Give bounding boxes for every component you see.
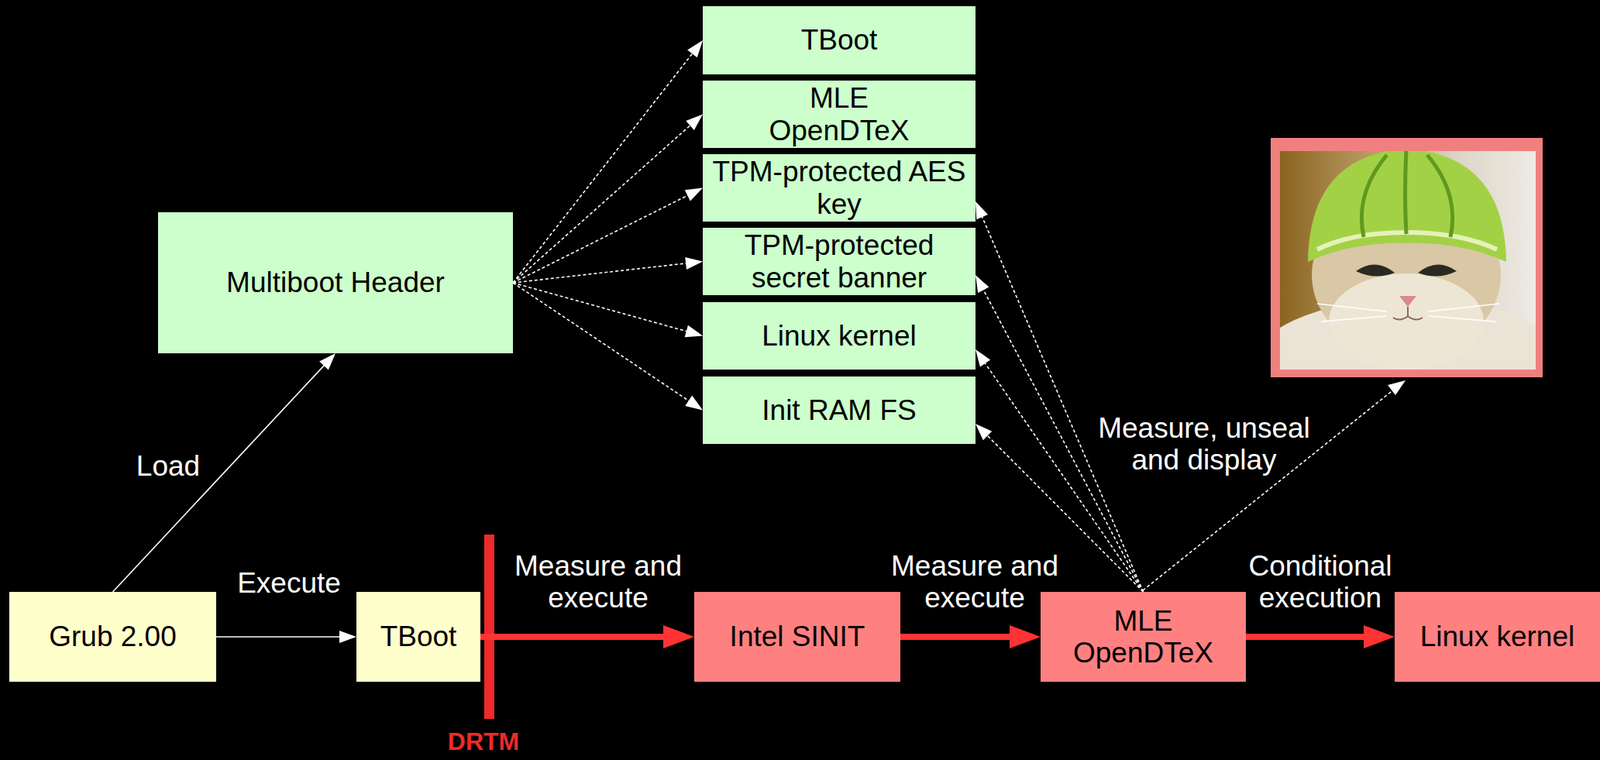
fan-caption: Measure, unseal and display <box>1080 412 1329 477</box>
arrow-head <box>975 423 992 441</box>
arrow-head <box>684 257 703 270</box>
connector-line <box>512 51 694 283</box>
cat-photo <box>1280 151 1536 370</box>
process-box: TBoot <box>356 591 481 682</box>
connector-line <box>980 214 1143 592</box>
connector-line <box>900 633 1015 640</box>
arrow-head <box>1363 625 1395 649</box>
process-box: Init RAM FS <box>702 376 976 444</box>
box-label: TPM-protected secret banner <box>710 229 968 294</box>
measured-launch-arrow <box>900 625 1041 649</box>
connector-line <box>512 194 690 283</box>
connector-line <box>512 263 689 283</box>
box-label: Grub 2.00 <box>48 620 177 653</box>
arrow-head <box>975 349 991 368</box>
connector-line <box>512 123 692 283</box>
process-box: MLE OpenDTeX <box>1040 591 1246 682</box>
arrow-head <box>684 188 703 202</box>
box-label: TBoot <box>801 24 878 56</box>
arrow-head <box>339 630 357 644</box>
connector-arrow <box>216 630 357 644</box>
edge-label: Execute <box>219 567 359 599</box>
box-label: Linux kernel <box>1420 620 1576 653</box>
edge-label: Conditional execution <box>1241 550 1401 615</box>
measured-launch-arrow <box>480 625 695 649</box>
box-label: TPM-protected AES key <box>710 155 968 221</box>
process-box: Linux kernel <box>702 302 976 370</box>
box-label: MLE OpenDTeX <box>746 82 933 147</box>
process-box: Intel SINIT <box>694 591 901 682</box>
arrow-head <box>319 353 336 371</box>
box-label: TBoot <box>380 620 458 653</box>
connector-arrow <box>512 114 703 284</box>
connector-line <box>1245 633 1369 640</box>
drtm-label: DRTM <box>421 728 546 757</box>
box-label: MLE OpenDTeX <box>1048 605 1239 670</box>
connector-line <box>113 364 327 592</box>
connector-line <box>216 636 342 638</box>
arrow-head <box>684 325 703 338</box>
connector-line <box>512 282 691 403</box>
box-label: Intel SINIT <box>729 620 866 653</box>
process-box: Grub 2.00 <box>9 591 217 682</box>
edge-label: Measure and execute <box>507 550 690 615</box>
drtm-bar <box>484 534 495 720</box>
edge-label: Measure and execute <box>884 550 1067 615</box>
connector-arrow <box>512 282 703 338</box>
measured-launch-arrow <box>1245 625 1395 649</box>
arrow-head <box>975 275 989 293</box>
process-box: Multiboot Header <box>158 212 513 354</box>
arrow-head <box>663 625 695 649</box>
box-label: Init RAM FS <box>761 394 916 427</box>
arrow-head <box>975 201 988 220</box>
connector-arrow <box>512 40 703 283</box>
display-arrow-head <box>1387 380 1406 396</box>
process-box: Linux kernel <box>1394 591 1600 682</box>
connector-arrow <box>975 201 1144 592</box>
connector-arrow <box>512 188 703 284</box>
arrow-head <box>687 40 703 58</box>
box-label: Multiboot Header <box>226 266 445 299</box>
process-box: TPM-protected AES key <box>702 154 976 222</box>
arrow-head <box>1009 625 1041 649</box>
process-box: TBoot <box>702 6 976 75</box>
connector-line <box>480 633 668 640</box>
process-box: MLE OpenDTeX <box>702 80 976 148</box>
connector-arrow <box>113 353 337 592</box>
connector-line <box>512 282 689 332</box>
box-label: Linux kernel <box>761 320 917 352</box>
edge-label: Load <box>113 450 223 482</box>
arrow-head <box>685 114 703 131</box>
connector-arrow <box>512 282 703 411</box>
connector-arrow <box>512 257 703 283</box>
arrow-head <box>684 395 703 411</box>
process-box: TPM-protected secret banner <box>702 227 976 296</box>
